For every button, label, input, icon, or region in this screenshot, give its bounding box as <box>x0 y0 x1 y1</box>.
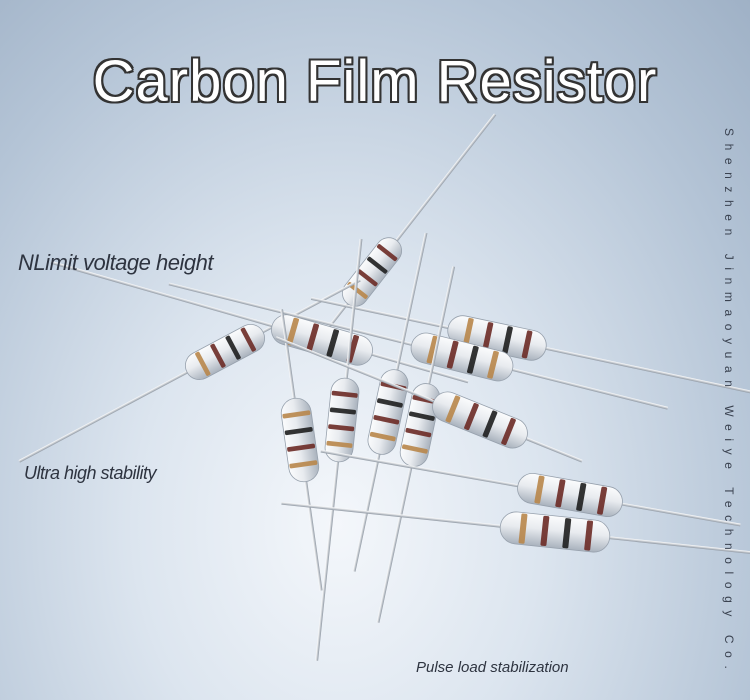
color-band <box>555 479 566 508</box>
resistor-body <box>324 377 360 463</box>
resistor-body <box>341 237 403 307</box>
resistor-body <box>499 511 611 553</box>
color-band <box>412 395 439 405</box>
color-band <box>521 330 533 359</box>
feature-caption-pulse-load: Pulse load stabilization <box>416 659 569 676</box>
color-band <box>331 390 358 398</box>
color-band <box>210 343 226 368</box>
color-band <box>482 322 494 351</box>
color-band <box>482 410 498 438</box>
company-name: Shenzhen Jinmaoyuan Weiye Technology Co.… <box>722 128 736 668</box>
color-band <box>597 486 608 515</box>
resistor-body <box>432 391 528 449</box>
color-band <box>467 345 479 374</box>
resistor-body <box>517 473 623 517</box>
color-band <box>487 350 499 379</box>
resistor-body <box>184 323 266 381</box>
color-band <box>286 317 300 346</box>
color-band <box>376 244 398 262</box>
feature-caption-stability: Ultra high stability <box>24 463 157 483</box>
color-band <box>367 256 388 274</box>
color-band <box>326 329 339 357</box>
color-band <box>584 520 594 551</box>
color-band <box>376 398 403 408</box>
color-band <box>328 424 355 432</box>
resistor <box>320 449 741 527</box>
color-band <box>540 515 550 547</box>
color-band <box>445 395 461 423</box>
color-band <box>284 427 313 436</box>
color-band <box>562 518 572 549</box>
resistor <box>281 501 750 555</box>
resistor <box>310 297 750 396</box>
resistor-body <box>280 397 320 483</box>
color-band <box>329 407 356 415</box>
color-band <box>502 326 513 355</box>
color-band <box>347 281 368 299</box>
color-band <box>282 410 311 419</box>
resistor <box>376 266 456 623</box>
resistor-lead-wire <box>309 113 497 352</box>
color-band <box>405 427 432 438</box>
color-band <box>369 431 396 442</box>
color-band <box>287 443 316 452</box>
color-band <box>426 335 439 364</box>
color-band <box>289 460 318 469</box>
color-band <box>373 415 400 425</box>
color-band <box>463 317 474 346</box>
color-band <box>195 351 211 376</box>
color-band <box>501 417 516 446</box>
color-band <box>534 475 545 504</box>
resistor <box>280 309 323 591</box>
page-title: Carbon Film Resistor <box>92 49 658 114</box>
feature-caption-voltage: NLimit voltage height <box>18 250 213 275</box>
color-band <box>401 444 428 454</box>
resistor <box>315 238 363 661</box>
color-band <box>464 402 479 431</box>
color-band <box>240 327 257 352</box>
color-band <box>225 335 241 360</box>
color-band <box>306 323 320 352</box>
color-band <box>518 513 528 544</box>
color-band <box>357 269 378 287</box>
color-band <box>446 340 459 369</box>
color-band <box>326 440 353 448</box>
color-band <box>408 411 435 421</box>
resistor <box>275 336 583 463</box>
color-band <box>576 482 587 512</box>
